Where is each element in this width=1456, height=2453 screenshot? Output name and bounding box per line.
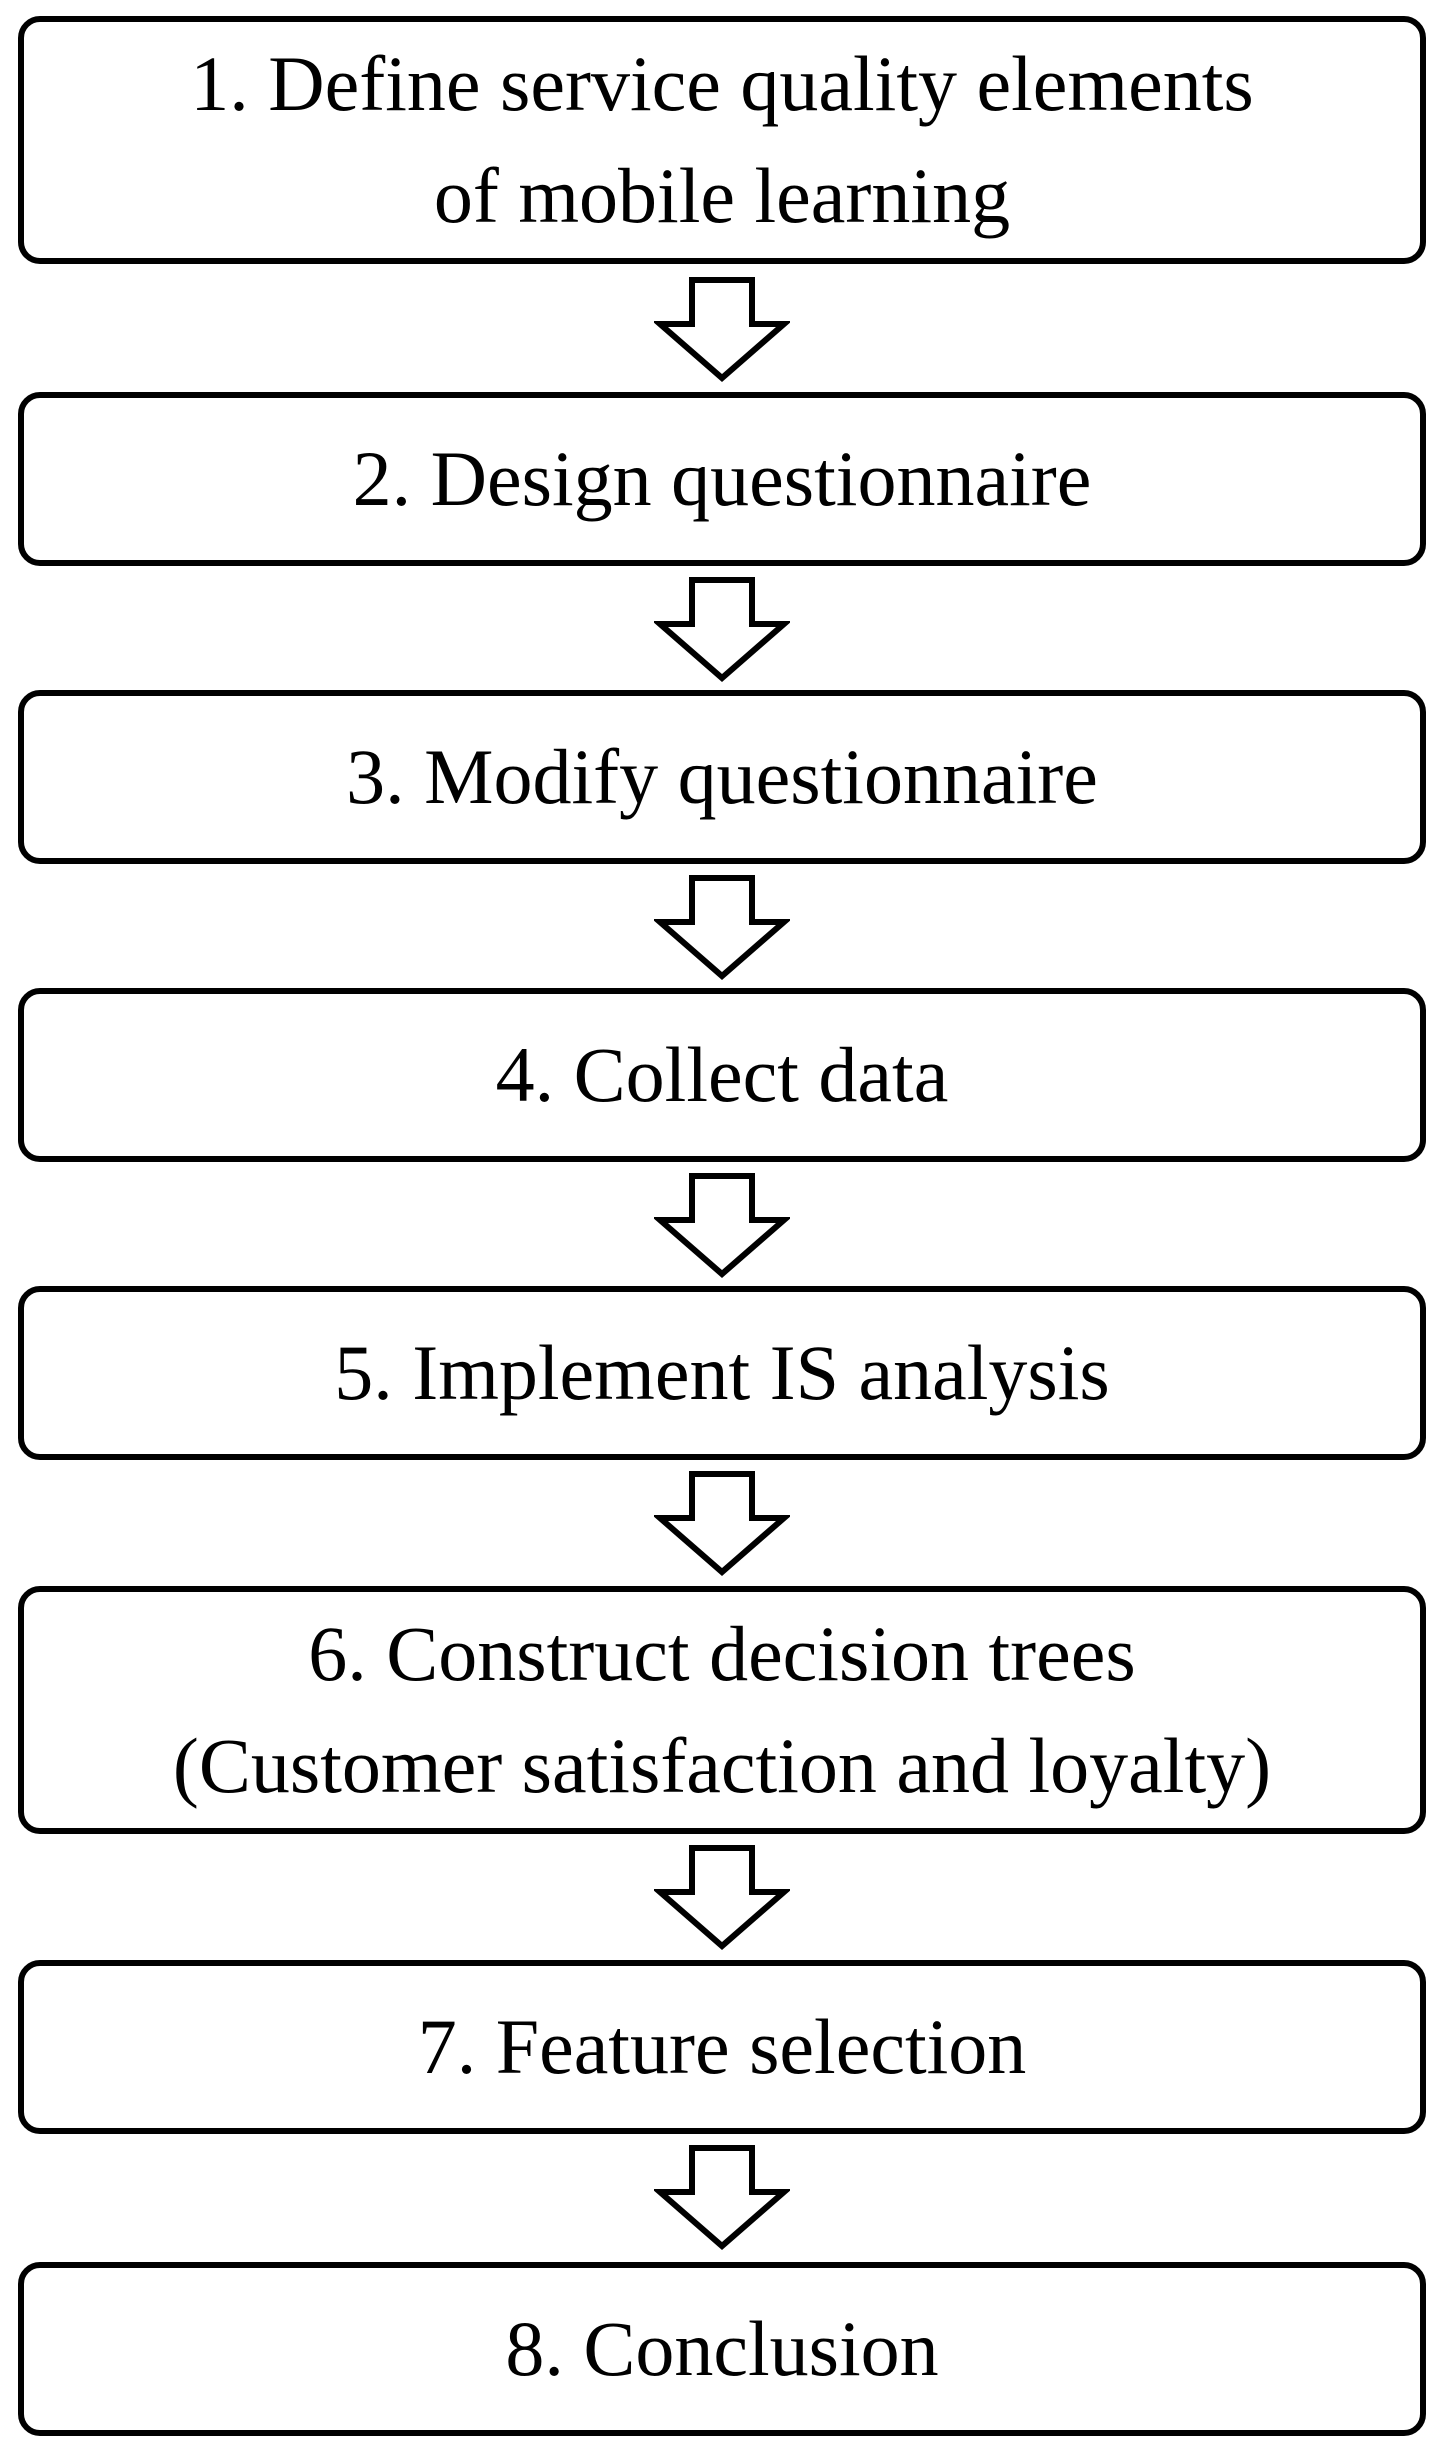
step-4-text: 4. Collect data	[496, 1019, 949, 1131]
step-6-text: 6. Construct decision trees (Customer sa…	[173, 1598, 1271, 1822]
step-6-line-2: (Customer satisfaction and loyalty)	[172, 1722, 1272, 1809]
step-1-define-service-quality-elements: 1. Define service quality elements of mo…	[18, 16, 1426, 264]
step-8-line-1: 8. Conclusion	[505, 2305, 939, 2392]
step-4-line-1: 4. Collect data	[495, 1031, 949, 1118]
step-5-text: 5. Implement IS analysis	[334, 1317, 1110, 1429]
down-arrow-icon	[654, 1173, 790, 1278]
down-arrow-icon	[654, 1845, 790, 1950]
down-arrow-icon	[654, 2145, 790, 2250]
step-7-text: 7. Feature selection	[418, 1991, 1027, 2103]
step-8-conclusion: 8. Conclusion	[18, 2262, 1426, 2436]
step-5-line-1: 5. Implement IS analysis	[334, 1329, 1110, 1416]
step-1-line-1: 1. Define service quality elements	[190, 40, 1254, 127]
step-2-line-1: 2. Design questionnaire	[352, 435, 1092, 522]
down-arrow-icon	[654, 1471, 790, 1576]
step-3-line-1: 3. Modify questionnaire	[346, 733, 1098, 820]
step-1-line-2: of mobile learning	[433, 152, 1011, 239]
step-3-modify-questionnaire: 3. Modify questionnaire	[18, 690, 1426, 864]
step-7-feature-selection: 7. Feature selection	[18, 1960, 1426, 2134]
down-arrow-icon	[654, 875, 790, 980]
step-5-implement-is-analysis: 5. Implement IS analysis	[18, 1286, 1426, 1460]
step-2-design-questionnaire: 2. Design questionnaire	[18, 392, 1426, 566]
step-2-text: 2. Design questionnaire	[353, 423, 1092, 535]
step-8-text: 8. Conclusion	[505, 2293, 938, 2405]
step-6-construct-decision-trees: 6. Construct decision trees (Customer sa…	[18, 1586, 1426, 1834]
step-6-line-1: 6. Construct decision trees	[308, 1610, 1136, 1697]
step-3-text: 3. Modify questionnaire	[346, 721, 1098, 833]
step-1-text: 1. Define service quality elements of mo…	[190, 28, 1253, 252]
down-arrow-icon	[654, 277, 790, 382]
down-arrow-icon	[654, 577, 790, 682]
step-7-line-1: 7. Feature selection	[417, 2003, 1027, 2090]
step-4-collect-data: 4. Collect data	[18, 988, 1426, 1162]
